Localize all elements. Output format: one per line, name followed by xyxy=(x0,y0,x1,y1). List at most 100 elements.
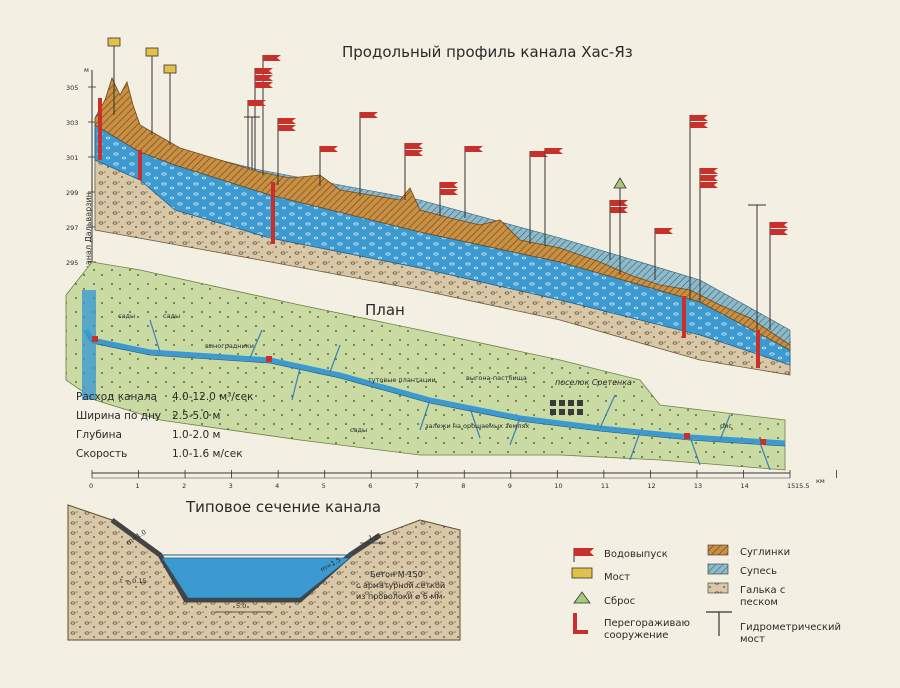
svg-text:сооружение: сооружение xyxy=(604,630,668,641)
plan-label-settlement: поселок Сретенка xyxy=(555,378,632,387)
plan-label-gardens: сады xyxy=(118,312,135,320)
outlet-flag-icon xyxy=(690,122,708,128)
param-value: 4.0-12.0 м³/сек xyxy=(172,391,253,403)
outlet-markers xyxy=(247,55,788,330)
plan-label-fallow: залежи на орошаемых землях xyxy=(425,422,529,430)
regulating-structure xyxy=(138,150,142,180)
km-tick-label: 10 xyxy=(554,482,562,490)
km-tick-label: 14 xyxy=(740,482,748,490)
discharge-icon xyxy=(573,591,591,604)
outlet-flag-icon xyxy=(700,182,718,188)
plan-structures xyxy=(92,336,766,445)
plan-label-gardens: сады xyxy=(163,312,180,320)
plan-title: План xyxy=(365,301,405,319)
outlet-flag-icon xyxy=(610,200,628,206)
legend-item-bridge: Мост xyxy=(571,567,630,583)
outlet-flag-icon xyxy=(248,100,266,106)
outlet-flag-icon xyxy=(320,146,338,152)
elevation-tick-label: 305 xyxy=(66,84,78,92)
loam-surface-layer xyxy=(94,76,791,351)
elevation-tick-label: 295 xyxy=(66,259,78,267)
plan-feeder-canal xyxy=(82,290,96,400)
discharge-marker xyxy=(613,177,627,275)
plan-labels: сады сады виноградники тутовые плантации… xyxy=(118,312,732,434)
bridge-markers xyxy=(107,37,177,145)
param-label: Расход канала xyxy=(76,391,157,403)
param-value: 1.0-2.0 м xyxy=(172,429,220,441)
outlet-flag-icon xyxy=(255,82,273,88)
km-tick-label: 6 xyxy=(368,482,372,490)
hydrometric-bridges xyxy=(244,116,766,330)
outlet-flag-icon xyxy=(440,182,458,188)
settlement-blocks xyxy=(550,400,583,415)
svg-text:Водовыпуск: Водовыпуск xyxy=(604,549,668,560)
outlet-flag-icon xyxy=(700,168,718,174)
outlet-flag-icon xyxy=(574,548,594,556)
legend: Водовыпуск Мост Сброс Перегораживаю соор… xyxy=(571,544,841,645)
km-unit: км xyxy=(816,477,825,485)
concrete-lining xyxy=(110,517,382,603)
hydrometric-bridge-icon xyxy=(706,611,732,636)
elevation-tick-label: 303 xyxy=(66,119,78,127)
legend-item-outlet: Водовыпуск xyxy=(573,548,668,562)
km-tick-label: 12 xyxy=(647,482,655,490)
km-tick-label: 8 xyxy=(461,482,465,490)
bridge-icon xyxy=(571,567,593,579)
gravel-swatch xyxy=(707,582,729,594)
svg-text:Перегораживаю: Перегораживаю xyxy=(604,618,690,629)
km-tick-label: 0 xyxy=(89,482,93,490)
bridge-icon xyxy=(107,37,121,47)
regulating-structure xyxy=(682,296,686,338)
elevation-tick-label: 297 xyxy=(66,224,78,232)
km-tick-label: 9 xyxy=(508,482,512,490)
param-label: Скорость xyxy=(76,448,127,460)
plan-label-rice: рис xyxy=(720,422,732,430)
outlet-flag-icon xyxy=(545,148,563,154)
km-tick-label: 5 xyxy=(322,482,326,490)
plan-label-vineyards: виноградники xyxy=(205,342,254,350)
km-tick-label: 4 xyxy=(275,482,279,490)
outlet-flag-icon xyxy=(278,125,296,131)
regulating-structure xyxy=(271,182,275,244)
section-title: Типовое сечение канала xyxy=(185,498,381,516)
outlet-flag-icon xyxy=(690,115,708,121)
outlet-flag-icon xyxy=(405,143,423,149)
outlet-flag-icon xyxy=(530,151,548,157)
legend-item-regulator: Перегораживаю сооружение xyxy=(573,613,690,641)
svg-text:Гидрометрический: Гидрометрический xyxy=(740,622,841,633)
outlet-flag-icon xyxy=(440,189,458,195)
outlet-flag-icon xyxy=(263,55,281,61)
param-value: 1.0-1.6 м/сек xyxy=(172,448,243,460)
plan-label-pastures: выгона-пастбища xyxy=(466,374,527,382)
legend-item-discharge: Сброс xyxy=(573,591,635,607)
bridge-icon xyxy=(163,64,177,74)
plan-label-mulberry: тутовые плантации xyxy=(368,376,436,384)
svg-text:Супесь: Супесь xyxy=(740,566,777,577)
legend-item-loam: Суглинки xyxy=(707,544,790,558)
bottom-width-label: 5.0 xyxy=(236,602,246,610)
param-label: Ширина по дну xyxy=(76,410,161,422)
outlet-flag-icon xyxy=(700,175,718,181)
regulating-structure xyxy=(98,98,102,160)
section-water xyxy=(161,557,352,599)
svg-text:Суглинки: Суглинки xyxy=(740,547,790,558)
outlet-flag-icon xyxy=(255,68,273,74)
param-value: 2.5-5.0 м xyxy=(172,410,220,422)
side-canal-label: канал Дальварзин xyxy=(84,192,93,270)
rebar-label: с арматурной сеткой xyxy=(356,581,445,590)
discharge-icon xyxy=(613,177,627,189)
km-tick-label: 13 xyxy=(694,482,702,490)
elevation-tick-label: 299 xyxy=(66,189,78,197)
svg-text:песком: песком xyxy=(740,597,778,608)
outlet-flag-icon xyxy=(770,229,788,235)
svg-text:Мост: Мост xyxy=(604,572,630,583)
km-tick-label: 15.5 xyxy=(795,482,809,490)
outlet-flag-icon xyxy=(655,228,673,234)
loam-swatch xyxy=(707,544,729,556)
plan-canal xyxy=(83,328,786,446)
outlet-flag-icon xyxy=(770,222,788,228)
legend-item-sandy-loam: Супесь xyxy=(707,563,777,577)
